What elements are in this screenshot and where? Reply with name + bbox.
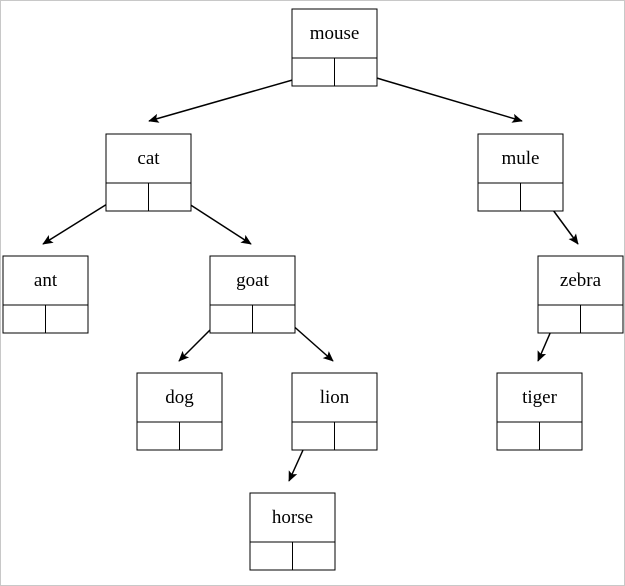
tree-node-goat[interactable]: goat xyxy=(209,255,296,334)
node-label-tiger: tiger xyxy=(522,387,557,408)
tree-node-horse[interactable]: horse xyxy=(249,492,336,571)
tree-node-cat[interactable]: cat xyxy=(105,133,192,212)
tree-node-zebra[interactable]: zebra xyxy=(537,255,624,334)
node-label-zebra: zebra xyxy=(560,270,602,291)
node-label-horse: horse xyxy=(272,507,313,528)
nodes-layer: mouse cat mule ant goat zebra dog lion tiger hors… xyxy=(2,8,624,571)
node-label-ant: ant xyxy=(34,270,58,291)
node-label-mouse: mouse xyxy=(310,23,360,44)
tree-node-mouse[interactable]: mouse xyxy=(291,8,378,87)
tree-node-mule[interactable]: mule xyxy=(477,133,564,212)
edge-mouse-right-to-mule xyxy=(352,70,523,123)
node-label-mule: mule xyxy=(502,148,540,169)
node-frame-dog xyxy=(136,372,223,451)
tree-node-tiger[interactable]: tiger xyxy=(496,372,583,451)
tree-node-lion[interactable]: lion xyxy=(291,372,378,451)
node-label-lion: lion xyxy=(320,387,350,408)
tree-node-ant[interactable]: ant xyxy=(2,255,89,334)
node-label-goat: goat xyxy=(236,270,269,291)
node-label-dog: dog xyxy=(165,387,194,408)
node-label-cat: cat xyxy=(137,148,160,169)
tree-node-dog[interactable]: dog xyxy=(136,372,223,451)
edge-mouse-left-to-cat xyxy=(148,72,318,123)
